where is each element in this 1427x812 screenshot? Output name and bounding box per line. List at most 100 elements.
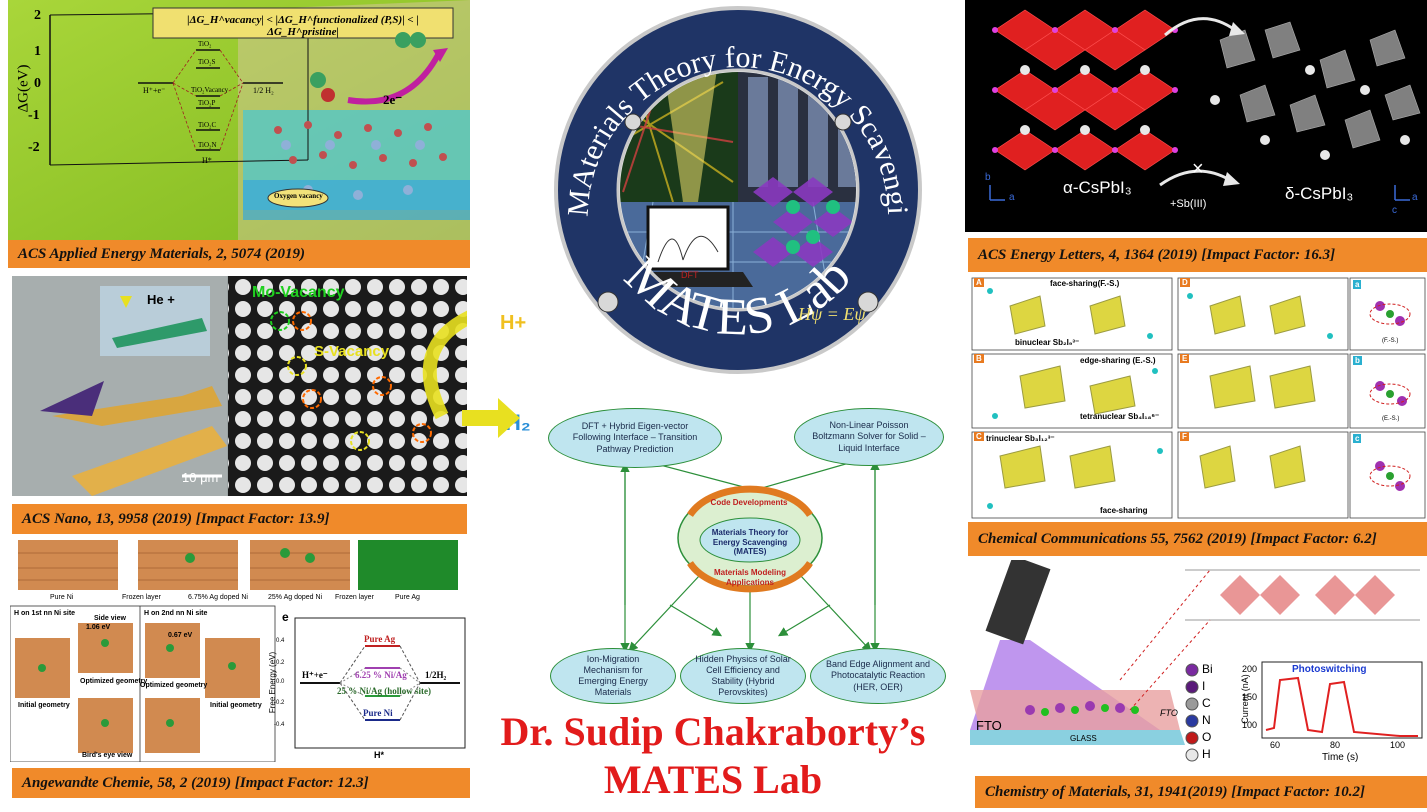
panel-bottom-left: Pure Ni Frozen layer 6.75% Ag doped Ni 2… (10, 538, 470, 762)
tl-two-e: 2e⁻ (383, 92, 403, 107)
br-xtick-2: 100 (1390, 740, 1406, 750)
br-fto-right: FTO (1160, 708, 1178, 718)
node-poisson: Non-Linear Poisson Boltzmann Solver for … (794, 408, 944, 466)
br-legend-dot (1185, 697, 1199, 711)
mr-face-sharing: face-sharing(F.-S.) (1050, 279, 1120, 288)
bl-e1: 1.06 eV (86, 624, 111, 631)
tr-figure (989, 9, 1421, 201)
bl-line-2: 25 % Ni/Ag (hollow site) (337, 686, 431, 696)
br-ytick-1: 150 (1242, 692, 1258, 702)
br-legend-2: C (1202, 696, 1211, 710)
bl-ytick-3: -0.2 (274, 700, 285, 706)
ml-figure (12, 276, 467, 496)
bl-e2: 0.67 eV (168, 632, 193, 639)
caption-bottom-right: Chemistry of Materials, 31, 1941(2019) [… (975, 776, 1427, 808)
br-xtick-1: 80 (1330, 740, 1341, 750)
node-code: Code Developments (710, 498, 788, 507)
br-legend-0: Bi (1202, 662, 1213, 676)
bl-initial-1: Initial geometry (18, 702, 70, 709)
bl-struct-5: Pure Ag (395, 594, 420, 601)
lab-title-line1: Dr. Sudip Chakraborty’s (500, 709, 926, 754)
br-legend-3: N (1202, 713, 1211, 727)
tl-level-5: TiO₂N (198, 141, 217, 149)
tr-alpha: α-CsPbI₃ (1063, 178, 1132, 197)
bl-struct-3: 25% Ag doped Ni (268, 594, 323, 601)
mr-tetranuclear: tetranuclear Sb₄I₁₈⁶⁻ (1080, 412, 1160, 421)
mr-figure (971, 277, 1426, 519)
caption-bottom-left: Angewandte Chemie, 58, 2 (2019) [Impact … (12, 768, 470, 798)
tl-h-label: H⁺+e⁻ (143, 86, 166, 95)
tl-formula: |ΔG_H^vacancy| < |ΔG_H^functionalized (P… (187, 14, 419, 38)
br-legend-dot (1185, 680, 1199, 694)
tl-hstar: H* (202, 156, 212, 165)
node-hidden-physics: Hidden Physics of Solar Cell Efficiency … (680, 648, 806, 704)
bl-ytick-2: 0.0 (276, 679, 285, 685)
mr-letter-B: B (974, 354, 984, 363)
node-ion-migration: Ion-Migration Mechanism for Emerging Ene… (550, 648, 676, 704)
logo-equation: Hψ = Eψ (797, 304, 866, 324)
br-legend-1: I (1202, 679, 1206, 693)
tl-tick-1: 1 (34, 44, 41, 59)
caption-mid-right: Chemical Communications 55, 7562 (2019) … (968, 522, 1427, 556)
tr-cross: × (1192, 158, 1204, 180)
br-legend-dot (1185, 731, 1199, 745)
panel-bottom-right: FTO FTO GLASS Bi I C N O H Photoswitchin… (970, 560, 1427, 766)
mr-letter-b: b (1353, 356, 1362, 365)
mr-trinuclear: trinuclear Sb₃I₁₂³⁻ (986, 434, 1055, 443)
node-modeling: Materials Modeling Applications (713, 568, 786, 587)
tr-sb: +Sb(III) (1170, 198, 1207, 210)
mr-edge-sharing: edge-sharing (E.-S.) (1080, 356, 1156, 365)
logo-dft: DFT (681, 270, 699, 280)
bl-optimized-1: Optimized geometry (80, 678, 148, 685)
ml-h-plus: H+ (500, 312, 527, 334)
br-legend-dot (1185, 748, 1199, 762)
mr-face-sharing2: face-sharing (1100, 506, 1148, 515)
mr-letter-C: C (974, 432, 984, 441)
tr-axis-a: a (1009, 192, 1015, 203)
br-xtick-0: 60 (1270, 740, 1281, 750)
mr-letter-F: F (1180, 432, 1189, 441)
node-band-edge: Band Edge Alignment and Photocatalytic R… (810, 648, 946, 704)
tr-axis-c: c (1392, 205, 1397, 216)
ml-mo-vacancy: Mo-Vacancy (252, 284, 345, 301)
tl-tick-4: -2 (28, 140, 40, 155)
tl-tick-0: 2 (34, 8, 41, 23)
tl-half-h2: 1/2 H₂ (253, 86, 274, 95)
node-dft-hybrid: DFT + Hybrid Eigen-vector Following Inte… (548, 408, 722, 468)
tl-level-0: TiO₂ (198, 40, 212, 48)
tl-level-3: TiO₂P (198, 99, 216, 107)
mates-logo: MAterials Theory for Energy Scavenging M… (533, 2, 922, 374)
bl-struct-0: Pure Ni (50, 594, 74, 601)
caption-top-left: ACS Applied Energy Materials, 2, 5074 (2… (8, 240, 470, 268)
panel-mid-right: A B C D E F a b c face-sharing(F.-S.) bi… (970, 276, 1427, 520)
tl-figure (8, 0, 470, 240)
br-legend-4: O (1202, 730, 1212, 744)
mr-es-short: (E.-S.) (1382, 416, 1400, 422)
mr-letter-c: c (1353, 434, 1362, 443)
bl-struct-1: Frozen layer (122, 594, 161, 601)
tr-delta: δ-CsPbI₃ (1285, 184, 1354, 203)
br-plot-title: Photoswitching (1292, 664, 1367, 675)
bl-struct-2: 6.75% Ag doped Ni (188, 594, 248, 601)
bl-h-label: H⁺+e⁻ (302, 670, 328, 680)
tl-tick-3: -1 (28, 108, 40, 123)
tl-level-4: TiO₂C (198, 121, 217, 129)
tl-oxygen-vacancy: Oxygen vacancy (274, 192, 323, 200)
node-center: Materials Theory for Energy Scavenging (… (711, 528, 789, 557)
mr-fs-short: (F.-S.) (1382, 338, 1399, 344)
bl-line-0: Pure Ag (364, 634, 396, 644)
mr-binuclear: binuclear Sb₂I₉³⁻ (1015, 338, 1080, 347)
tr-axis-b: b (985, 172, 991, 183)
bl-geo-left-title: H on 1st nn Ni site (14, 610, 76, 617)
br-legend-dots (1185, 663, 1199, 762)
br-fto-left: FTO (976, 718, 1002, 733)
diagram-arrows (620, 454, 880, 653)
bl-optimized-2: Optimized geometry (140, 682, 208, 689)
lab-title-line2: MATES Lab (603, 757, 823, 802)
bl-side-view: Side view (94, 615, 126, 622)
tr-axis-a2: a (1412, 192, 1418, 203)
br-ytick-2: 100 (1242, 720, 1258, 730)
bl-birds: Bird's eye view (82, 752, 133, 759)
bl-xlabel: H* (374, 750, 385, 760)
panel-top-left: |ΔG_H^vacancy| < |ΔG_H^functionalized (P… (8, 0, 470, 240)
